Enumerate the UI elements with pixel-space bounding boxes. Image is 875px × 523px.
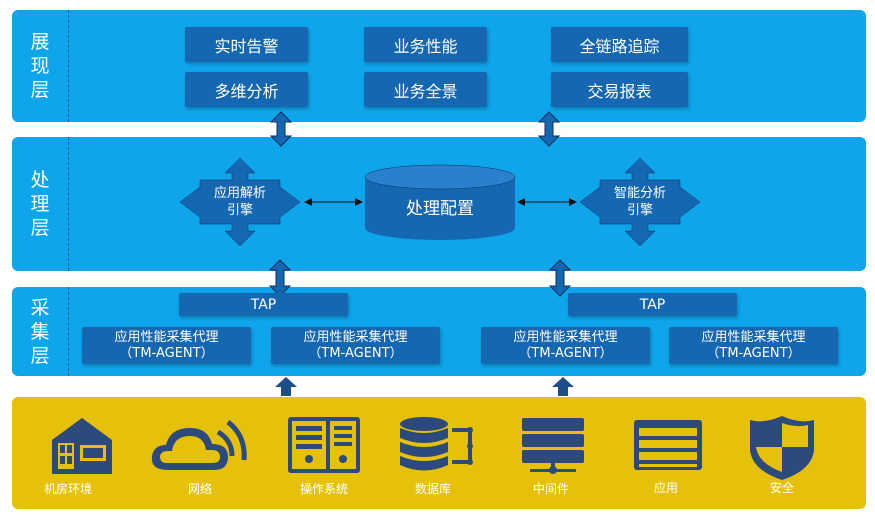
tm-agent-subtitle: （TM-AGENT） (308, 345, 403, 361)
double-arrow-icon (268, 111, 572, 297)
app-parse-engine-icon (179, 157, 301, 247)
app-window-icon (634, 420, 702, 470)
building-icon (52, 418, 112, 474)
full-link-trace-box: 全链路追踪 (551, 27, 688, 62)
realtime-alarm-box: 实时告警 (185, 27, 308, 62)
tm-agent-title: 应用性能采集代理 (303, 329, 408, 345)
tm-agent-title: 应用性能采集代理 (701, 329, 806, 345)
tm-agent-title: 应用性能采集代理 (513, 329, 618, 345)
database-icon (400, 417, 473, 471)
intelligent-analysis-engine-icon (579, 157, 701, 247)
tap-box-left: TAP (179, 293, 348, 316)
shield-icon (750, 416, 814, 480)
tm-agent-box: 应用性能采集代理 （TM-AGENT） (271, 327, 440, 364)
up-arrow-icon (275, 377, 574, 396)
base-label-datacenter: 机房环境 (43, 482, 92, 496)
base-label-database: 数据库 (414, 482, 451, 496)
base-label-network: 网络 (187, 482, 212, 496)
tm-agent-subtitle: （TM-AGENT） (119, 345, 214, 361)
processing-config-label: 处理配置 (406, 199, 474, 219)
app-parse-engine-label: 应用解析引擎 (213, 186, 266, 218)
transaction-report-box: 交易报表 (551, 72, 688, 107)
tm-agent-subtitle: （TM-AGENT） (706, 345, 801, 361)
base-label-middleware: 中间件 (532, 482, 569, 496)
server-stack-icon (522, 418, 584, 474)
collection-layer-title: 采集层 (30, 296, 50, 367)
cloud-wifi-icon (151, 420, 247, 470)
processing-layer-title: 处理层 (30, 169, 50, 239)
tm-agent-box: 应用性能采集代理 （TM-AGENT） (82, 327, 251, 364)
presentation-layer-label: 展现层 (12, 10, 69, 122)
business-panorama-box: 业务全景 (364, 72, 487, 107)
tm-agent-box: 应用性能采集代理 （TM-AGENT） (669, 327, 838, 364)
server-rack-icon (288, 417, 360, 473)
processing-config-cylinder (364, 164, 516, 240)
presentation-layer-title: 展现层 (30, 31, 50, 101)
business-performance-box: 业务性能 (364, 27, 487, 62)
collection-layer-label: 采集层 (12, 287, 69, 376)
base-label-security: 安全 (769, 481, 794, 495)
tap-box-right: TAP (568, 293, 737, 316)
base-label-application: 应用 (653, 481, 678, 495)
intelligent-analysis-engine-label: 智能分析引擎 (613, 186, 666, 218)
tm-agent-subtitle: （TM-AGENT） (518, 345, 613, 361)
base-label-os: 操作系统 (299, 482, 348, 496)
tm-agent-title: 应用性能采集代理 (114, 329, 219, 345)
tm-agent-box: 应用性能采集代理 （TM-AGENT） (481, 327, 650, 364)
processing-layer-label: 处理层 (12, 137, 69, 271)
multidim-analysis-box: 多维分析 (185, 72, 308, 107)
